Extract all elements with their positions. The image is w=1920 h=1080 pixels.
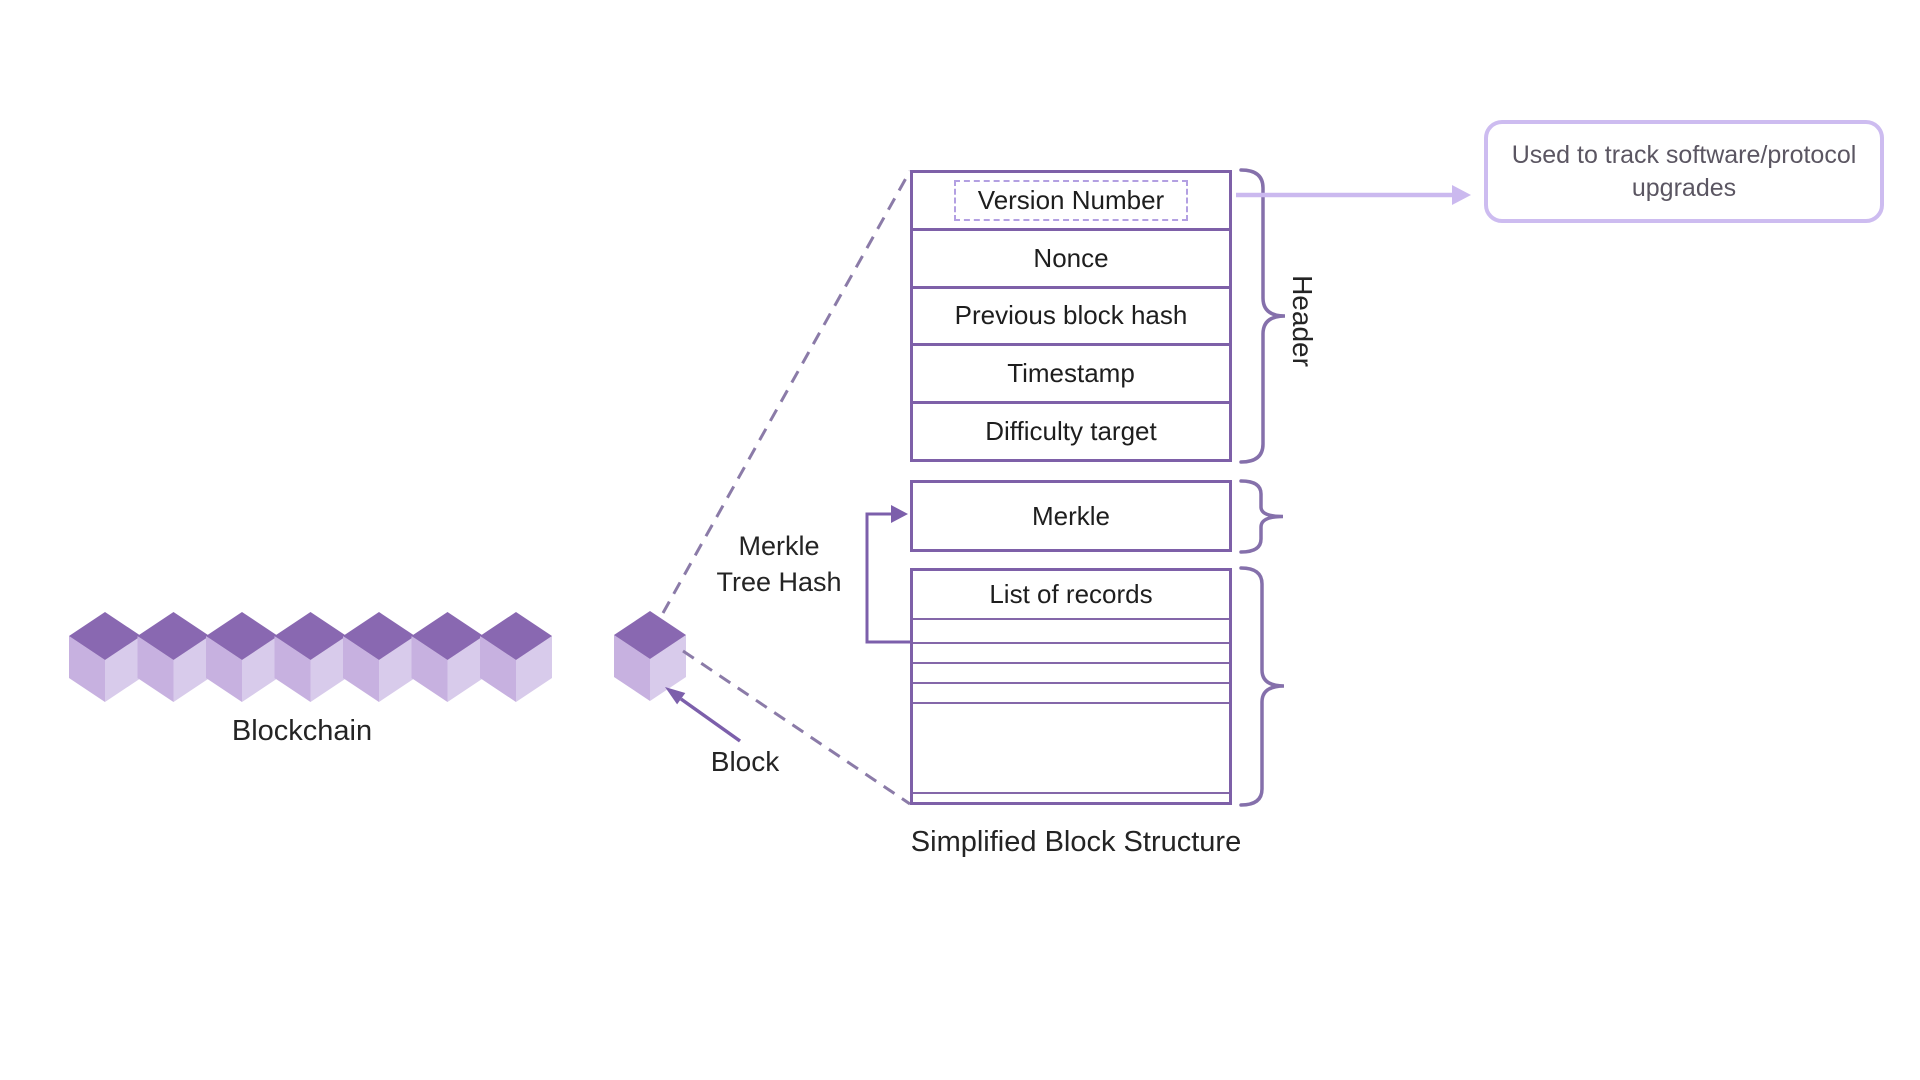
field-label: Timestamp bbox=[1007, 358, 1135, 389]
field-previous-block-hash: Previous block hash bbox=[913, 285, 1229, 344]
cube-left-face bbox=[69, 636, 105, 702]
cube-top-face bbox=[69, 612, 141, 660]
field-label: Previous block hash bbox=[954, 300, 1188, 331]
cube-left-face bbox=[274, 636, 311, 702]
records-brace bbox=[1239, 566, 1285, 807]
dashed-connector-bottom bbox=[682, 649, 911, 806]
block-header-box: Version Number Nonce Previous block hash… bbox=[910, 170, 1232, 462]
merkle-tree-hash-line: Merkle bbox=[738, 531, 820, 561]
blockchain-label: Blockchain bbox=[231, 715, 373, 747]
cube-top-face bbox=[206, 612, 278, 660]
record-separator-line bbox=[913, 642, 1229, 644]
cube-right-face bbox=[310, 636, 347, 702]
cube-top-face bbox=[343, 612, 415, 660]
merkle-tree-hash-label: Merkle Tree Hash bbox=[716, 528, 841, 600]
merkle-tree-hash-line: Tree Hash bbox=[716, 567, 842, 597]
dashed-connector-top bbox=[661, 170, 912, 614]
block-arrow bbox=[665, 687, 742, 743]
cube-left-face bbox=[614, 635, 650, 701]
field-label: Merkle bbox=[1031, 500, 1110, 531]
annotation-line: upgrades bbox=[1631, 173, 1737, 202]
merkle-box: Merkle bbox=[910, 480, 1232, 552]
cube-top-face bbox=[614, 611, 686, 659]
cube-right-face bbox=[516, 636, 552, 702]
version-number-highlight-box: Version Number bbox=[954, 179, 1188, 221]
cube-top-face bbox=[137, 612, 210, 660]
version-annotation-arrow bbox=[1236, 185, 1471, 205]
list-of-records-box: List of records bbox=[910, 568, 1232, 805]
record-separator-line bbox=[913, 702, 1229, 704]
cube-left-face bbox=[480, 636, 516, 702]
record-separator-line bbox=[913, 682, 1229, 684]
field-label: Nonce bbox=[1033, 242, 1109, 273]
annotation-line: Used to track software/protocol bbox=[1511, 140, 1857, 169]
record-separator-line bbox=[913, 662, 1229, 664]
record-separator-line bbox=[913, 618, 1229, 620]
cube-left-face bbox=[206, 636, 242, 702]
field-label: Difficulty target bbox=[985, 416, 1157, 447]
field-version-number: Version Number bbox=[913, 173, 1229, 228]
field-difficulty-target: Difficulty target bbox=[913, 401, 1229, 459]
merkle-tree-hash-arrow bbox=[865, 505, 910, 644]
cube-right-face bbox=[173, 636, 210, 702]
cube-right-face bbox=[242, 636, 278, 702]
header-brace-label: Header bbox=[1287, 275, 1318, 367]
cube-top-face bbox=[274, 612, 347, 660]
block-cube bbox=[614, 611, 686, 701]
records-label: List of records bbox=[913, 571, 1229, 618]
field-timestamp: Timestamp bbox=[913, 343, 1229, 401]
cube-right-face bbox=[650, 635, 686, 701]
field-label: List of records bbox=[989, 579, 1153, 609]
cube-top-face bbox=[480, 612, 552, 660]
cube-left-face bbox=[343, 636, 379, 702]
record-separator-line bbox=[913, 792, 1229, 794]
cube-left-face bbox=[137, 636, 174, 702]
version-annotation-callout: Used to track software/protocol upgrades bbox=[1484, 120, 1884, 223]
block-label: Block bbox=[710, 746, 780, 777]
header-brace bbox=[1239, 168, 1286, 464]
field-nonce: Nonce bbox=[913, 227, 1229, 286]
field-label: Version Number bbox=[977, 184, 1165, 215]
cube-right-face bbox=[379, 636, 415, 702]
cube-left-face bbox=[411, 636, 448, 702]
diagram-caption: Simplified Block Structure bbox=[910, 826, 1242, 858]
blockchain-cubes bbox=[69, 612, 552, 702]
cube-top-face bbox=[411, 612, 484, 660]
cube-right-face bbox=[447, 636, 484, 702]
cube-right-face bbox=[105, 636, 141, 702]
merkle-brace bbox=[1239, 479, 1284, 554]
